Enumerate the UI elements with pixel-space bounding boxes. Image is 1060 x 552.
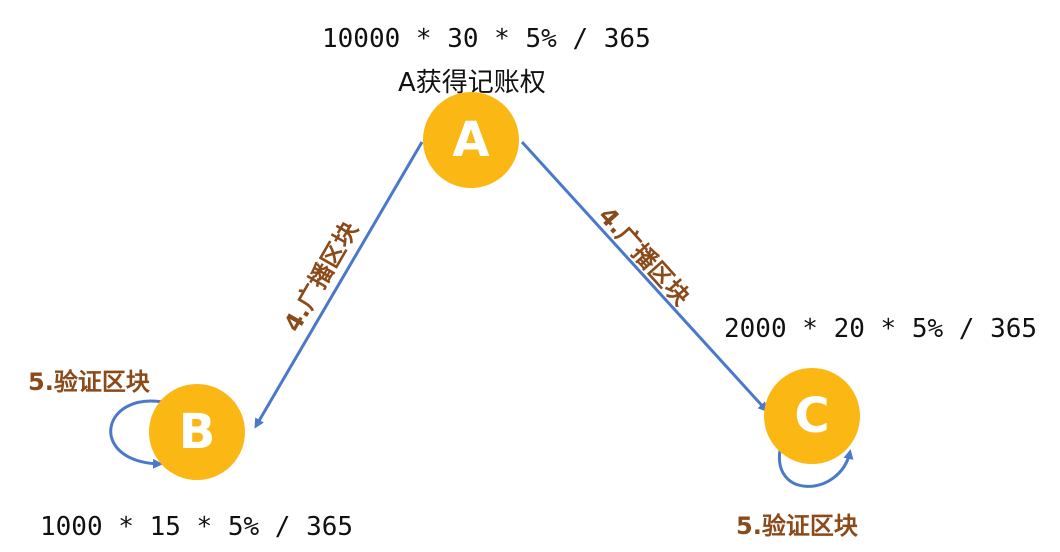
edge-a-to-c xyxy=(520,140,769,413)
node-c: C xyxy=(764,368,860,464)
node-a-letter: A xyxy=(452,112,490,168)
edge-a-to-b xyxy=(254,141,424,429)
self-loop-c xyxy=(777,444,854,488)
node-a-formula: 10000 * 30 * 5% / 365 xyxy=(322,24,651,54)
node-c-letter: C xyxy=(794,388,830,444)
node-b-letter: B xyxy=(178,404,216,460)
node-b: B xyxy=(149,384,245,480)
node-c-formula: 2000 * 20 * 5% / 365 xyxy=(724,314,1038,344)
node-b-formula: 1000 * 15 * 5% / 365 xyxy=(40,512,354,542)
node-c-self-loop-label: 5.验证区块 xyxy=(736,512,858,540)
self-loop-b xyxy=(109,399,164,469)
node-b-self-loop-label: 5.验证区块 xyxy=(28,368,150,396)
node-a: A xyxy=(423,92,519,188)
